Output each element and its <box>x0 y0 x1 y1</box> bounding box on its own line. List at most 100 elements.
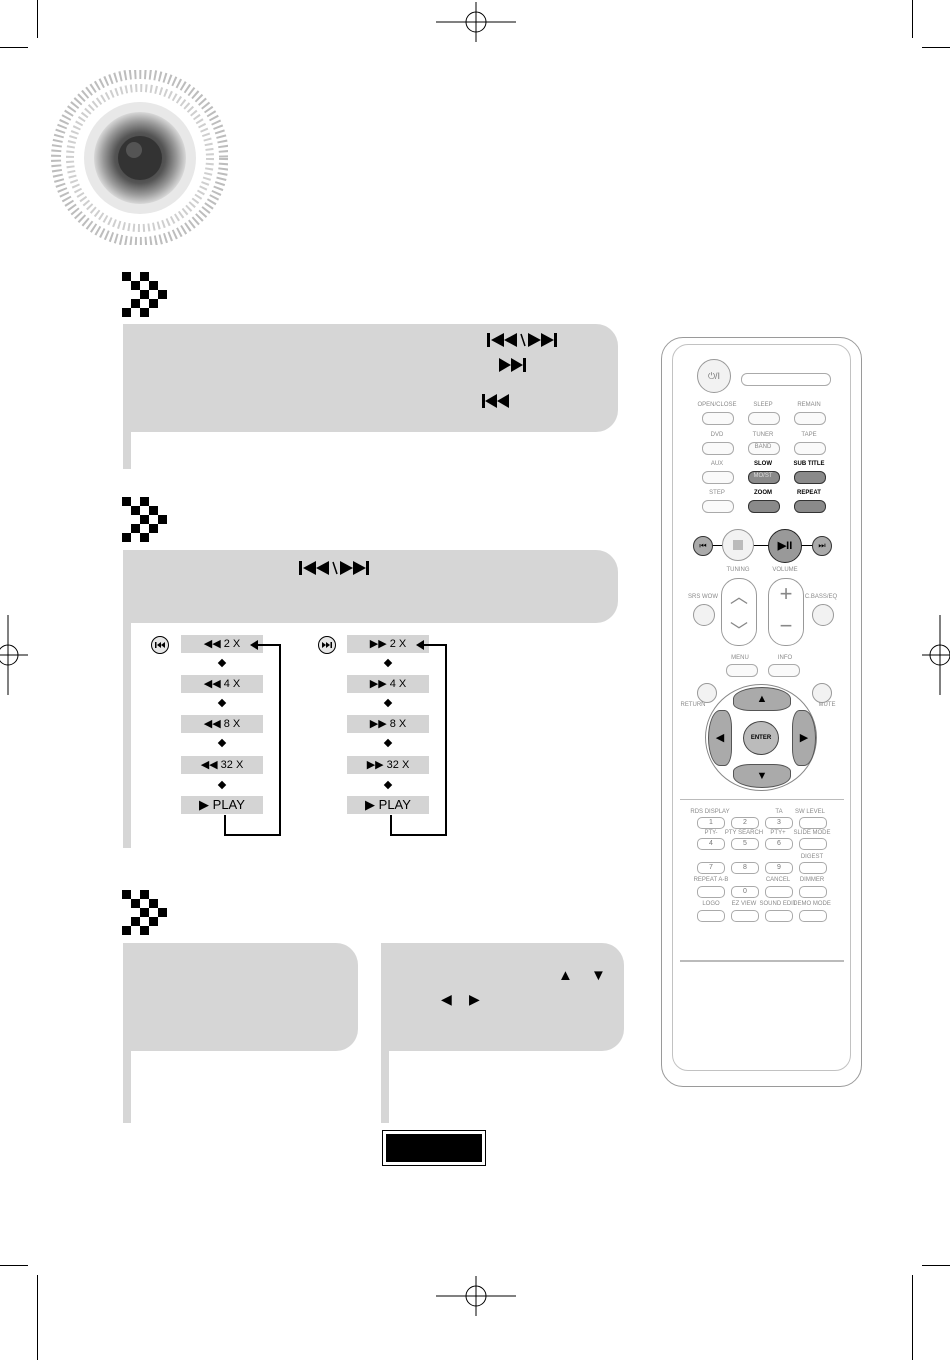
slide-mode-button[interactable] <box>799 838 827 850</box>
repeat-ab-button[interactable] <box>697 886 725 898</box>
dvd-button[interactable] <box>702 442 734 455</box>
dimmer-button[interactable] <box>799 886 827 898</box>
navigation-pad: ▲ ▼ ◀ ▶ ENTER <box>705 684 817 791</box>
label-sleep: SLEEP <box>753 402 773 408</box>
arrow-left-icon: ◀ <box>441 991 452 1007</box>
label-tuner: TUNER <box>752 432 774 438</box>
num-6-button[interactable]: 6 <box>765 838 793 850</box>
tuner-button[interactable] <box>748 442 780 455</box>
mute-button[interactable] <box>812 683 832 703</box>
info-button[interactable] <box>768 664 800 677</box>
enter-button[interactable]: ENTER <box>743 721 779 755</box>
label-open-close: OPEN/CLOSE <box>697 402 737 408</box>
tuning-down-icon: ﹀ <box>730 621 748 641</box>
label-srs: SRS WOW <box>688 594 718 600</box>
volume-up-icon: + <box>779 581 793 606</box>
digest-button[interactable] <box>799 862 827 874</box>
search-both-icon <box>299 561 369 575</box>
sound-edit-button[interactable] <box>765 910 793 922</box>
forward-speed-8x: ▶▶ 8 X <box>347 715 429 733</box>
menu-button[interactable] <box>726 664 758 677</box>
rewind-play: ▶ PLAY <box>181 796 263 814</box>
label-sw-level: SW LEVEL <box>794 809 825 815</box>
arrow-right-icon: ▶ <box>469 991 480 1007</box>
label-zoom: ZOOM <box>754 490 772 496</box>
right-panel-bar <box>381 1051 389 1123</box>
nav-left-button[interactable]: ◀ <box>708 710 732 766</box>
srs-button[interactable] <box>693 604 715 626</box>
forward-play: ▶ PLAY <box>347 796 429 814</box>
num-1-button[interactable]: 1 <box>697 817 725 829</box>
remote-skip-prev-button[interactable]: ⏮ <box>693 536 713 556</box>
tape-button[interactable] <box>794 442 826 455</box>
cancel-button[interactable] <box>765 886 793 898</box>
num-0-button[interactable]: 0 <box>731 886 759 898</box>
subtitle-button[interactable] <box>794 471 826 484</box>
remote-stop-button[interactable] <box>722 529 754 561</box>
label-menu: MENU <box>731 655 749 661</box>
label-ez-view: EZ VIEW <box>731 901 757 907</box>
tuning-rocker[interactable]: ︿ ﹀ <box>721 578 757 646</box>
remote-play-pause-button[interactable]: ▶II <box>768 529 802 563</box>
label-step: STEP <box>709 490 725 496</box>
registration-mark <box>0 615 28 695</box>
sleep-button[interactable] <box>748 412 780 425</box>
open-close-button[interactable] <box>702 412 734 425</box>
nav-right-button[interactable]: ▶ <box>792 710 816 766</box>
label-rds-display: RDS DISPLAY <box>690 809 730 815</box>
cbass-button[interactable] <box>812 604 834 626</box>
ez-view-button[interactable] <box>731 910 759 922</box>
return-button[interactable] <box>697 683 717 703</box>
rewind-speed-2x: ◀◀ 2 X <box>181 635 263 653</box>
registration-mark <box>922 615 950 695</box>
nav-down-button[interactable]: ▼ <box>733 764 791 788</box>
left-panel <box>123 943 358 1051</box>
left-panel-bar <box>123 1051 131 1123</box>
label-repeat: REPEAT <box>797 490 821 496</box>
zoom-button[interactable] <box>748 500 780 513</box>
label-slow: SLOW <box>754 461 772 467</box>
demo-mode-button[interactable] <box>799 910 827 922</box>
num-5-button[interactable]: 5 <box>731 838 759 850</box>
repeat-button[interactable] <box>794 500 826 513</box>
forward-speed-4x: ▶▶ 4 X <box>347 675 429 693</box>
remain-button[interactable] <box>794 412 826 425</box>
crop-mark <box>0 47 28 48</box>
label-mute: MUTE <box>818 702 836 708</box>
label-volume: VOLUME <box>772 567 798 573</box>
num-8-button[interactable]: 8 <box>731 862 759 874</box>
label-mo-st: MO/ST <box>753 473 773 479</box>
label-repeat-ab: REPEAT A-B <box>693 877 729 883</box>
rewind-speed-8x: ◀◀ 8 X <box>181 715 263 733</box>
crop-mark <box>0 1265 28 1266</box>
stop-icon <box>733 540 743 550</box>
num-3-button[interactable]: 3 <box>765 817 793 829</box>
skip-next-icon <box>499 358 526 372</box>
forward-speed-32x: ▶▶ 32 X <box>347 756 429 774</box>
nav-up-button[interactable]: ▲ <box>733 687 791 711</box>
section-marker-3 <box>122 890 180 940</box>
num-2-button[interactable]: 2 <box>731 817 759 829</box>
step-button[interactable] <box>702 500 734 513</box>
logo-button[interactable] <box>697 910 725 922</box>
volume-rocker[interactable]: + − <box>768 578 804 646</box>
remote-skip-next-button[interactable]: ⏭ <box>812 536 832 556</box>
sw-level-button[interactable] <box>799 817 827 829</box>
slow-button[interactable] <box>748 471 780 484</box>
label-sound-edit: SOUND EDIT <box>759 901 797 907</box>
forward-button-icon <box>318 636 336 654</box>
rewind-button-icon <box>151 636 169 654</box>
num-9-button[interactable]: 9 <box>765 862 793 874</box>
label-pty-plus: PTY+ <box>770 830 786 836</box>
label-aux: AUX <box>710 461 724 467</box>
num-4-button[interactable]: 4 <box>697 838 725 850</box>
power-button[interactable]: ⏻/I <box>697 359 731 393</box>
num-7-button[interactable]: 7 <box>697 862 725 874</box>
label-cbass: C.BASS/EQ <box>804 594 838 600</box>
tuning-up-icon: ︿ <box>730 587 748 607</box>
forward-speed-2x: ▶▶ 2 X <box>347 635 429 653</box>
crop-mark <box>912 0 913 38</box>
remote-bottom-divider <box>680 960 844 962</box>
note-box <box>382 1130 486 1166</box>
aux-button[interactable] <box>702 471 734 484</box>
